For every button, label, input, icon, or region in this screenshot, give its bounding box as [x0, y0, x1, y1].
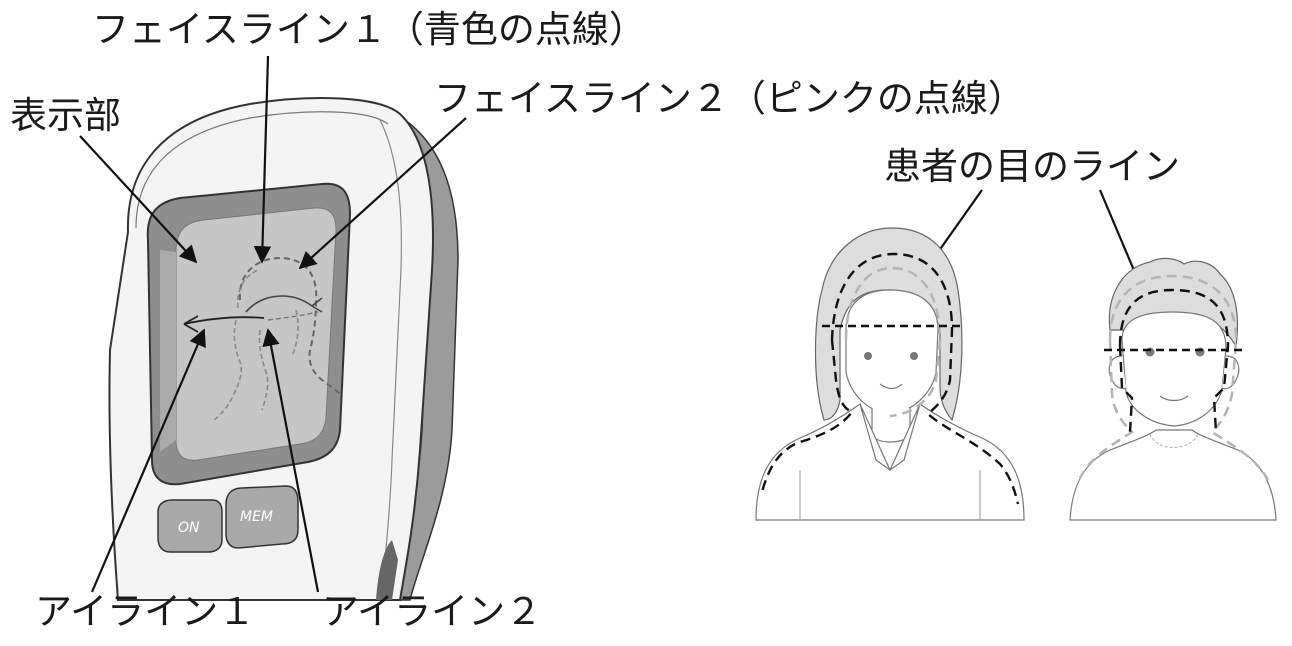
child-face-line-2 — [1078, 274, 1270, 481]
device-inner-contour — [135, 111, 389, 229]
woman-face — [845, 289, 939, 415]
pointer-display — [79, 135, 198, 264]
screen-face-line-2 — [238, 256, 341, 395]
pointer-face-line-1 — [253, 55, 272, 264]
pointer-eye-line-1 — [90, 328, 206, 593]
eye-line-1-label: アイライン１ — [35, 590, 256, 633]
eye-line-2-label: アイライン２ — [322, 590, 543, 633]
woman-face-line-1 — [760, 252, 1020, 505]
screen-eye-line-curve — [245, 295, 323, 313]
on-button-label[interactable]: ON — [178, 520, 200, 536]
woman-face-line-2 — [844, 266, 942, 418]
woman-hair — [814, 227, 963, 422]
screen-face-line-1 — [213, 269, 259, 421]
on-button[interactable] — [157, 499, 223, 553]
patient-eye-line-label: 患者の目のライン — [884, 145, 1180, 188]
face-line-2-label: フェイスライン２（ピンクの点線） — [434, 77, 1025, 120]
child-illustration — [1069, 257, 1277, 521]
display-screen — [175, 207, 337, 461]
pointer-eye-line-2 — [262, 328, 320, 593]
child-body — [1069, 429, 1277, 521]
face-line-1-label: フェイスライン１（青色の点線） — [92, 8, 646, 51]
mem-button-label[interactable]: MEM — [240, 509, 274, 525]
screen-eye-line-2 — [267, 311, 319, 321]
pointer-face-line-2 — [298, 117, 467, 270]
child-face — [1121, 311, 1227, 427]
pointer-lines — [79, 55, 1168, 593]
display-label: 表示部 — [10, 94, 121, 137]
child-face-line-1 — [1118, 288, 1230, 433]
woman-illustration — [755, 227, 1025, 521]
mem-button[interactable] — [225, 485, 299, 549]
